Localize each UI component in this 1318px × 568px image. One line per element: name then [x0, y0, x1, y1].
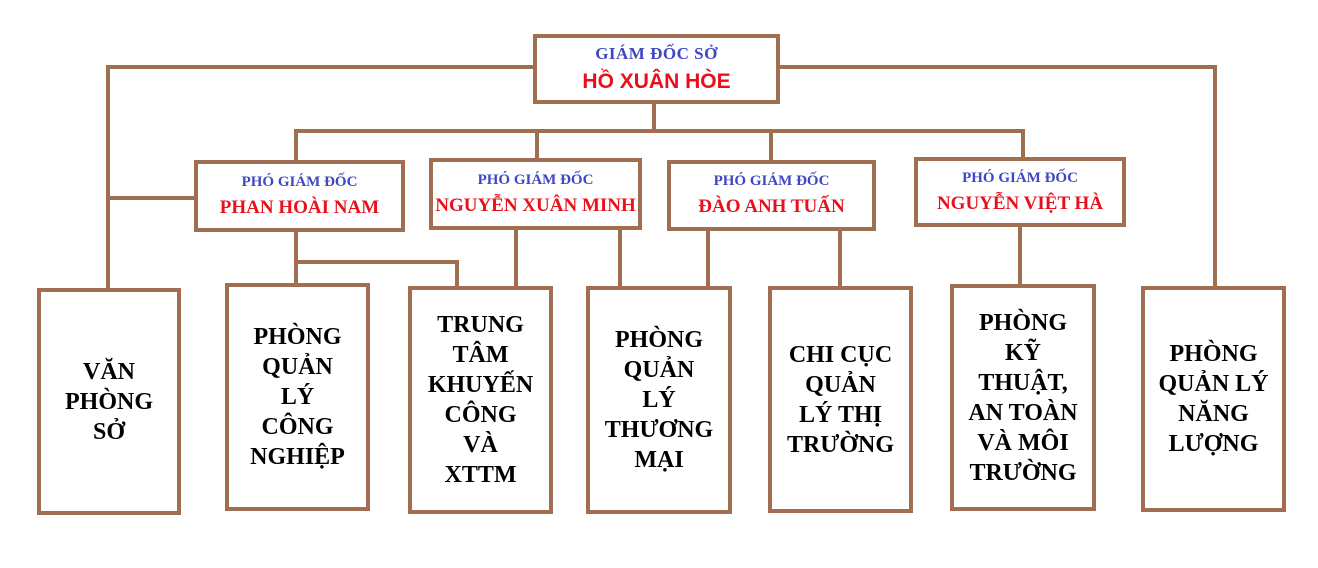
- dept-label: PHÒNG KỸ THUẬT, AN TOÀN VÀ MÔI TRƯỜNG: [968, 309, 1078, 486]
- deputy-name: NGUYỄN XUÂN MINH: [435, 194, 636, 216]
- director-title: GIÁM ĐỐC SỞ: [595, 44, 718, 63]
- deputy-title: PHÓ GIÁM ĐỐC: [477, 171, 594, 188]
- director-box: GIÁM ĐỐC SỞ HỒ XUÂN HÒE: [533, 34, 780, 104]
- dept-label: PHÒNG QUẢN LÝ CÔNG NGHIỆP: [250, 324, 345, 470]
- deputy-title: PHÓ GIÁM ĐỐC: [962, 169, 1078, 186]
- director-name: HỒ XUÂN HÒE: [582, 70, 731, 93]
- dept-label: TRUNG TÂM KHUYẾN CÔNG VÀ XTTM: [427, 312, 534, 488]
- deputy-box-3: PHÓ GIÁM ĐỐC ĐÀO ANH TUẤN: [667, 160, 876, 231]
- dept-quan-ly-thuong-mai: PHÒNG QUẢN LÝ THƯƠNG MẠI: [586, 286, 732, 514]
- dept-label: PHÒNG QUẢN LÝ THƯƠNG MẠI: [604, 327, 714, 473]
- deputy-box-2: PHÓ GIÁM ĐỐC NGUYỄN XUÂN MINH: [429, 158, 642, 230]
- deputy-title: PHÓ GIÁM ĐỐC: [713, 173, 830, 189]
- dept-chi-cuc-quan-ly-thi-truong: CHI CỤC QUẢN LÝ THỊ TRƯỜNG: [768, 286, 913, 513]
- dept-label: VĂN PHÒNG SỞ: [65, 358, 153, 445]
- deputy-box-4: PHÓ GIÁM ĐỐC NGUYỄN VIỆT HÀ: [914, 157, 1126, 227]
- dept-quan-ly-cong-nghiep: PHÒNG QUẢN LÝ CÔNG NGHIỆP: [225, 283, 370, 511]
- deputy-box-1: PHÓ GIÁM ĐỐC PHAN HOÀI NAM: [194, 160, 405, 232]
- dept-ky-thuat-an-toan-moi-truong: PHÒNG KỸ THUẬT, AN TOÀN VÀ MÔI TRƯỜNG: [950, 284, 1096, 511]
- deputy-name: ĐÀO ANH TUẤN: [698, 196, 845, 217]
- dept-quan-ly-nang-luong: PHÒNG QUẢN LÝ NĂNG LƯỢNG: [1141, 286, 1286, 512]
- deputy-name: NGUYỄN VIỆT HÀ: [936, 192, 1104, 214]
- dept-label: CHI CỤC QUẢN LÝ THỊ TRƯỜNG: [786, 341, 895, 458]
- deputy-name: PHAN HOÀI NAM: [219, 196, 380, 218]
- deputy-title: PHÓ GIÁM ĐỐC: [241, 173, 358, 190]
- dept-van-phong-so: VĂN PHÒNG SỞ: [37, 288, 181, 515]
- dept-trung-tam-khuyen-cong: TRUNG TÂM KHUYẾN CÔNG VÀ XTTM: [408, 286, 553, 514]
- dept-label: PHÒNG QUẢN LÝ NĂNG LƯỢNG: [1158, 341, 1269, 457]
